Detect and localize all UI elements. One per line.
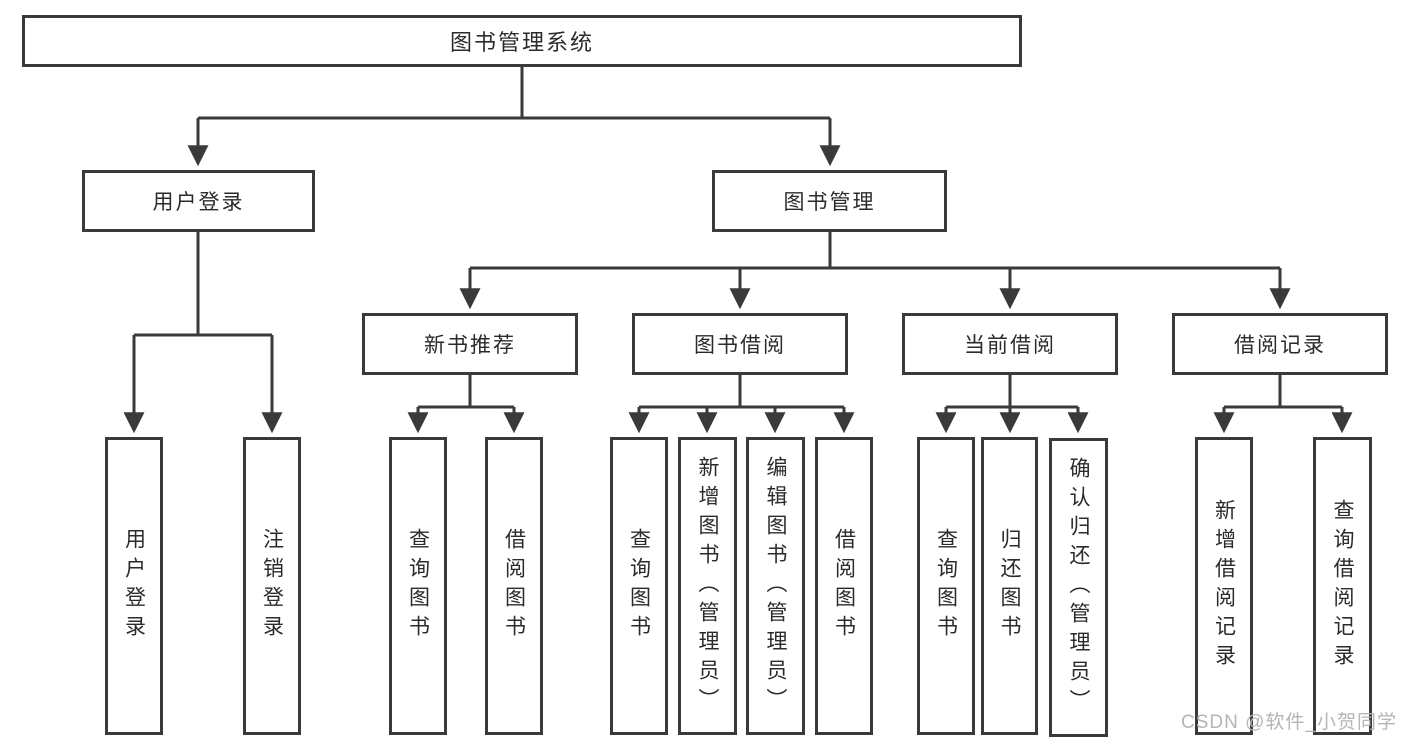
leaf-current-query-books-label: 查询图书 [934, 528, 958, 644]
leaf-logout-label: 注销登录 [260, 528, 284, 644]
node-user-login-label: 用户登录 [152, 191, 245, 214]
leaf-query-borrow-record-label: 查询借阅记录 [1331, 499, 1354, 673]
node-book-management: 图书管理 [712, 170, 947, 232]
leaf-add-borrow-record: 新增借阅记录 [1195, 437, 1253, 735]
node-book-borrowing-label: 图书借阅 [694, 334, 786, 357]
leaf-recommend-query-books: 查询图书 [389, 437, 447, 735]
leaf-confirm-return-admin: 确认归还（管理员） [1049, 438, 1108, 737]
node-borrowing-records: 借阅记录 [1172, 313, 1388, 375]
leaf-user-login-label: 用户登录 [122, 528, 146, 644]
leaf-borrowing-query-books: 查询图书 [610, 437, 668, 735]
leaf-current-query-books: 查询图书 [917, 437, 975, 735]
leaf-query-borrow-record: 查询借阅记录 [1313, 437, 1372, 735]
leaf-add-borrow-record-label: 新增借阅记录 [1212, 499, 1236, 673]
node-book-management-label: 图书管理 [783, 191, 876, 214]
leaf-edit-book-admin-label: 编辑图书（管理员） [764, 455, 787, 717]
leaf-edit-book-admin: 编辑图书（管理员） [746, 437, 805, 735]
node-current-borrowing-label: 当前借阅 [964, 334, 1056, 357]
leaf-add-book-admin-label: 新增图书（管理员） [696, 455, 719, 717]
node-new-book-recommend: 新书推荐 [362, 313, 578, 375]
leaf-logout: 注销登录 [243, 437, 301, 735]
leaf-user-login: 用户登录 [105, 437, 163, 735]
node-user-login: 用户登录 [82, 170, 315, 232]
node-book-borrowing: 图书借阅 [632, 313, 848, 375]
node-current-borrowing: 当前借阅 [902, 313, 1118, 375]
leaf-confirm-return-admin-label: 确认归还（管理员） [1067, 457, 1090, 718]
leaf-add-book-admin: 新增图书（管理员） [678, 437, 737, 735]
leaf-recommend-borrow-books: 借阅图书 [485, 437, 543, 735]
leaf-return-books-label: 归还图书 [998, 528, 1021, 644]
csdn-watermark: CSDN @软件_小贺同学 [1181, 712, 1397, 733]
node-borrowing-records-label: 借阅记录 [1234, 334, 1326, 357]
node-root: 图书管理系统 [22, 15, 1022, 67]
node-new-book-recommend-label: 新书推荐 [424, 334, 516, 357]
leaf-recommend-query-books-label: 查询图书 [406, 528, 430, 644]
node-root-label: 图书管理系统 [449, 30, 594, 55]
leaf-borrowing-query-books-label: 查询图书 [627, 528, 651, 644]
leaf-return-books: 归还图书 [981, 437, 1038, 735]
leaf-borrowing-borrow-books-label: 借阅图书 [832, 528, 856, 644]
leaf-recommend-borrow-books-label: 借阅图书 [502, 528, 526, 644]
leaf-borrowing-borrow-books: 借阅图书 [815, 437, 873, 735]
